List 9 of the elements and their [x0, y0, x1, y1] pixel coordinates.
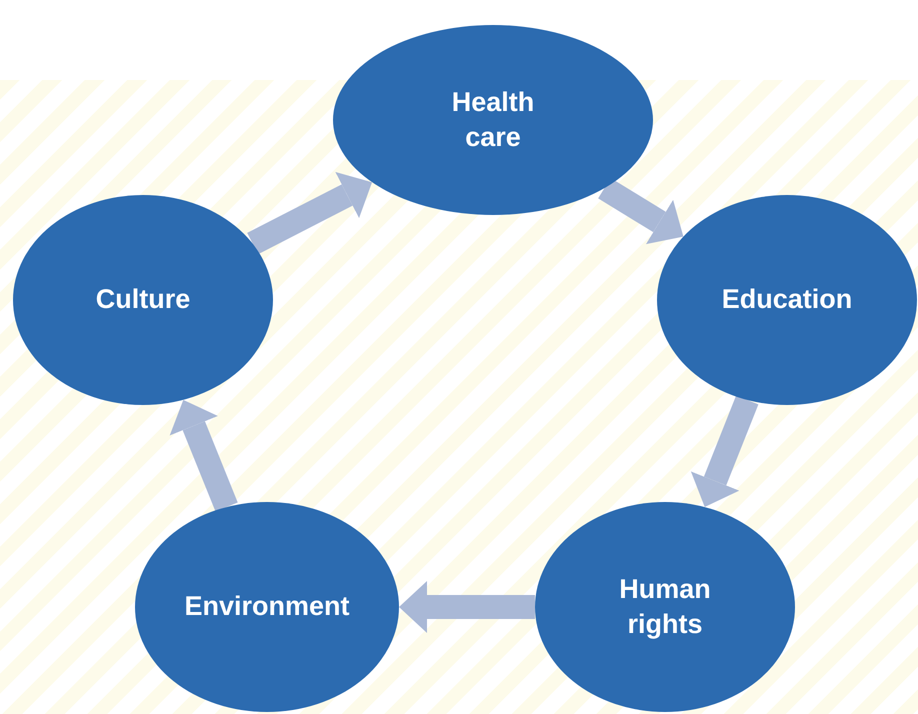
block-arrow	[170, 400, 238, 512]
node-label: Human rights	[618, 572, 712, 641]
block-arrow	[399, 581, 535, 633]
node-label: Education	[722, 283, 852, 316]
node-label: Health care	[450, 86, 536, 154]
block-arrow	[247, 172, 372, 254]
block-arrow	[690, 396, 758, 508]
node-label: Environment	[184, 590, 350, 624]
node-label: Culture	[96, 283, 190, 316]
